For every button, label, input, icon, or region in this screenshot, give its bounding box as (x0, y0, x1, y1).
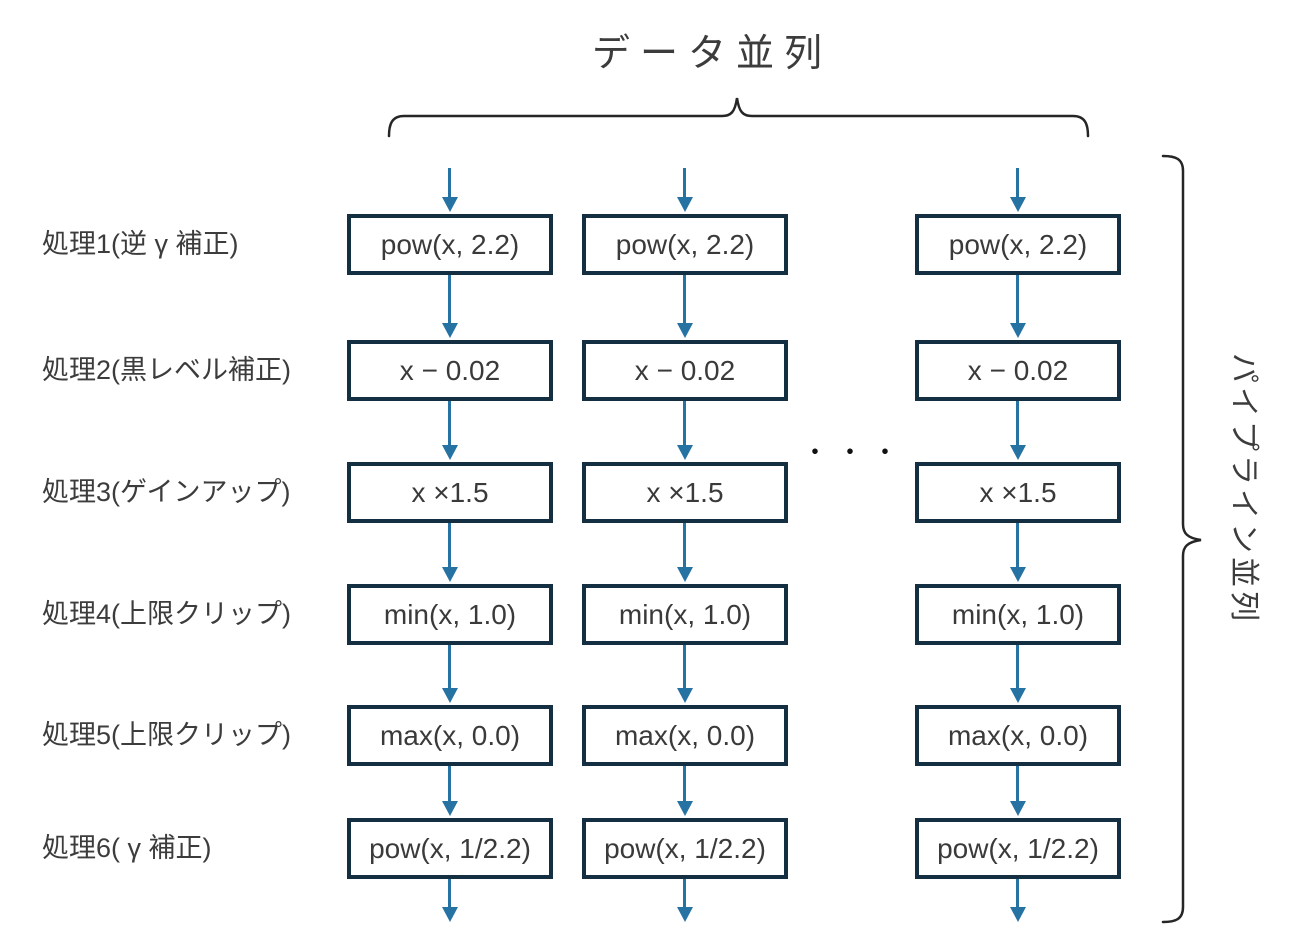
flow-arrow-icon (1009, 879, 1026, 922)
flow-arrow-icon (676, 766, 693, 816)
box-r5-c1: max(x, 0.0) (347, 705, 553, 766)
box-formula: x − 0.02 (634, 354, 736, 386)
box-r4-c2: min(x, 1.0) (582, 584, 788, 645)
box-r6-c2: pow(x, 1/2.2) (582, 818, 788, 879)
box-r1-c2: pow(x, 2.2) (582, 214, 788, 275)
flow-arrow-icon (676, 401, 693, 460)
flow-arrow-icon (441, 275, 458, 338)
flow-arrow-icon (676, 275, 693, 338)
box-r4-c1: min(x, 1.0) (347, 584, 553, 645)
flow-arrow-icon (441, 523, 458, 582)
flow-arrow-icon (676, 645, 693, 703)
flow-arrow-icon (1009, 168, 1026, 212)
box-r1-c3: pow(x, 2.2) (915, 214, 1121, 275)
flow-arrow-icon (1009, 275, 1026, 338)
flow-arrow-icon (676, 879, 693, 922)
flow-arrow-icon (1009, 523, 1026, 582)
box-r5-c2: max(x, 0.0) (582, 705, 788, 766)
box-formula: x ×1.5 (979, 476, 1057, 508)
box-formula: pow(x, 1/2.2) (937, 832, 1099, 864)
row-label-5: 処理5(上限クリップ) (42, 720, 291, 750)
box-formula: pow(x, 2.2) (380, 228, 520, 260)
box-formula: min(x, 1.0) (618, 598, 752, 630)
box-r3-c2: x ×1.5 (582, 462, 788, 523)
right-brace (1161, 154, 1202, 924)
box-formula: x ×1.5 (646, 476, 724, 508)
box-r1-c1: pow(x, 2.2) (347, 214, 553, 275)
box-formula: min(x, 1.0) (951, 598, 1085, 630)
box-r6-c3: pow(x, 1/2.2) (915, 818, 1121, 879)
row-label-2: 処理2(黒レベル補正) (42, 355, 291, 385)
box-r2-c1: x − 0.02 (347, 340, 553, 401)
box-r2-c2: x − 0.02 (582, 340, 788, 401)
flow-arrow-icon (1009, 766, 1026, 816)
box-formula: x − 0.02 (967, 354, 1069, 386)
box-formula: pow(x, 1/2.2) (369, 832, 531, 864)
box-r3-c3: x ×1.5 (915, 462, 1121, 523)
box-r2-c3: x − 0.02 (915, 340, 1121, 401)
box-formula: x − 0.02 (399, 354, 501, 386)
box-formula: pow(x, 2.2) (615, 228, 755, 260)
box-formula: min(x, 1.0) (383, 598, 517, 630)
flow-arrow-icon (441, 766, 458, 816)
box-r5-c3: max(x, 0.0) (915, 705, 1121, 766)
pipeline-parallel-label: パイプライン並列 (1227, 353, 1260, 625)
data-parallel-title: データ並列 (591, 33, 832, 75)
flow-arrow-icon (441, 879, 458, 922)
box-formula: x ×1.5 (411, 476, 489, 508)
flow-arrow-icon (441, 168, 458, 212)
row-label-4: 処理4(上限クリップ) (42, 599, 291, 629)
box-formula: pow(x, 1/2.2) (604, 832, 766, 864)
box-r3-c1: x ×1.5 (347, 462, 553, 523)
box-r6-c1: pow(x, 1/2.2) (347, 818, 553, 879)
row-label-3: 処理3(ゲインアップ) (42, 477, 291, 507)
flow-arrow-icon (676, 523, 693, 582)
row-label-1: 処理1(逆 γ 補正) (42, 229, 239, 259)
flow-arrow-icon (1009, 401, 1026, 460)
box-formula: max(x, 0.0) (614, 719, 756, 751)
flow-arrow-icon (441, 401, 458, 460)
row-label-6: 処理6( γ 補正) (42, 833, 212, 863)
ellipsis-icon: ・・・ (802, 437, 908, 467)
box-formula: max(x, 0.0) (947, 719, 1089, 751)
flow-arrow-icon (1009, 645, 1026, 703)
flow-arrow-icon (441, 645, 458, 703)
flow-arrow-icon (676, 168, 693, 212)
top-brace (387, 97, 1090, 138)
box-formula: pow(x, 2.2) (948, 228, 1088, 260)
box-r4-c3: min(x, 1.0) (915, 584, 1121, 645)
box-formula: max(x, 0.0) (379, 719, 521, 751)
